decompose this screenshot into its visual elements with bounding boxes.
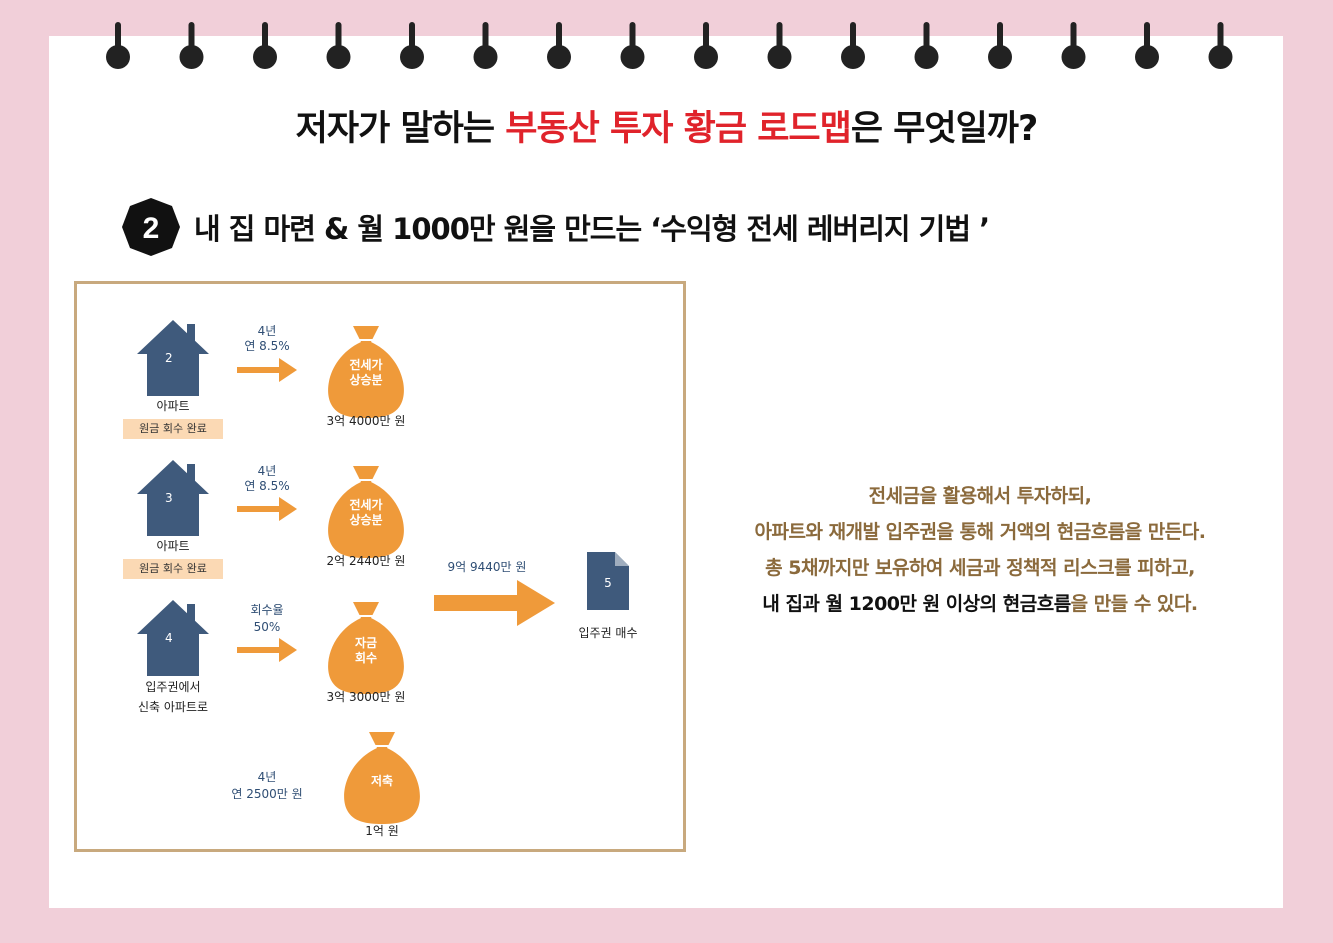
arrow-row1	[237, 358, 297, 382]
status-tag: 원금 회수 완료	[123, 559, 223, 579]
house-number: 4	[165, 631, 173, 645]
section-heading-text: 내 집 마련 & 월 1000만 원을 만드는 ‘수익형 전세 레버리지 기법 …	[194, 212, 990, 246]
status-tag: 원금 회수 완료	[123, 419, 223, 439]
roadmap-diagram: 2 아파트 원금 회수 완료 4년 연 8.5% 전세가 상승분 3억 4000…	[74, 281, 686, 852]
bag-label: 저축	[370, 774, 394, 788]
binder-rings	[106, 22, 1233, 69]
house-label: 신축 아파트로	[137, 700, 209, 714]
svg-text:2: 2	[143, 212, 160, 245]
arrow-label: 4년	[257, 324, 277, 338]
house-label: 아파트	[156, 539, 190, 553]
big-arrow	[434, 580, 555, 626]
document-number: 5	[604, 576, 612, 590]
page-title: 저자가 말하는 부동산 투자 황금 로드맵은 무엇일까?	[295, 109, 1039, 149]
house-label: 아파트	[156, 399, 190, 413]
bag-label: 전세가	[349, 358, 383, 372]
house-label: 입주권에서	[145, 680, 201, 694]
house-number: 2	[165, 351, 173, 365]
arrow-label: 회수율	[250, 603, 284, 617]
arrow-row3	[237, 638, 297, 662]
arrow-label: 연 8.5%	[244, 339, 290, 353]
summary-emphasis: 내 집과 월 1200만 원 이상의 현금흐름	[762, 593, 1071, 615]
house-icon-row3	[137, 600, 209, 676]
total-label: 9억 9440만 원	[447, 560, 527, 574]
amount: 3억 3000만 원	[326, 690, 406, 704]
title-highlight: 부동산 투자 황금 로드맵	[505, 109, 852, 149]
bag-label: 상승분	[349, 373, 383, 387]
arrow-row2	[237, 497, 297, 521]
amount: 1억 원	[365, 824, 399, 838]
arrow-label: 50%	[253, 620, 281, 634]
amount: 3억 4000만 원	[326, 414, 406, 428]
house-number: 3	[165, 491, 173, 505]
arrow-label: 4년	[257, 464, 277, 478]
house-icon-row2	[137, 460, 209, 536]
summary-text: 전세금을 활용해서 투자하되, 아파트와 재개발 입주권을 통해 거액의 현금흐…	[754, 485, 1206, 615]
side-label: 연 2500만 원	[231, 787, 303, 801]
section-heading: 2 내 집 마련 & 월 1000만 원을 만드는 ‘수익형 전세 레버리지 기…	[120, 197, 990, 257]
document-label: 입주권 매수	[578, 626, 638, 640]
number-badge: 2	[122, 198, 180, 256]
bag-label: 자금	[354, 636, 378, 650]
document-icon	[587, 552, 629, 610]
amount: 2억 2440만 원	[326, 554, 406, 568]
bag-label: 회수	[354, 651, 378, 665]
side-label: 4년	[257, 770, 277, 784]
house-icon-row1	[137, 320, 209, 396]
bag-label: 전세가	[349, 498, 383, 512]
arrow-label: 연 8.5%	[244, 479, 290, 493]
bag-label: 상승분	[349, 513, 383, 527]
